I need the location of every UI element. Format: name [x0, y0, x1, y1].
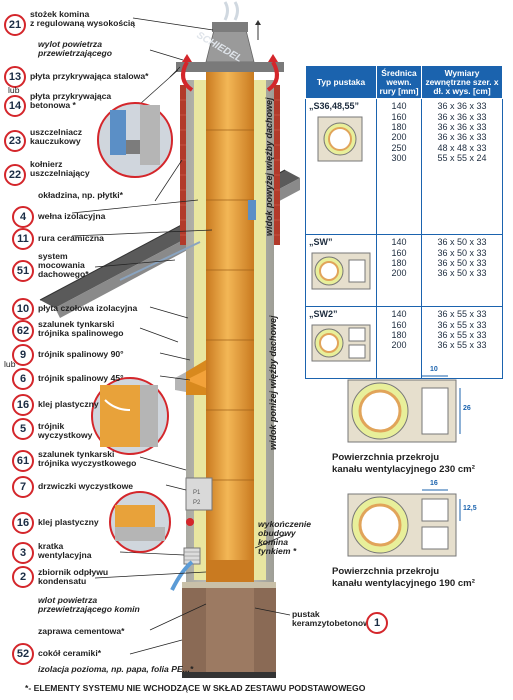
label-tee-45: trójnik spalinowy 45° — [38, 373, 124, 383]
col-type: Typ pustaka — [305, 64, 377, 100]
svg-text:P2: P2 — [193, 500, 201, 506]
ceramic-flue — [206, 60, 254, 580]
badge-16b: 16 — [12, 512, 34, 534]
type-cell: „SW2” — [305, 306, 377, 380]
badge-10: 10 — [12, 298, 34, 320]
badge-22: 22 — [4, 164, 26, 186]
block-s-icon — [317, 116, 363, 162]
section-sw2 — [347, 489, 461, 557]
label-view-below-roof: widok poniżej więźby dachowej — [268, 315, 278, 450]
label-or-2: lub — [4, 359, 16, 369]
section-sw-caption: Powierzchnia przekroju kanału wentylacyj… — [332, 452, 475, 475]
label-concrete-plate: płyta przykrywająca betonowa * — [30, 91, 112, 111]
col-diameter: Średnica wewn. rury [mm] — [376, 64, 422, 100]
condensate-tank — [206, 560, 254, 582]
section-sw-dim-side: 26 — [463, 405, 471, 412]
label-rubber-seal: uszczelniacz kauczukowy — [30, 127, 83, 147]
badge-21: 21 — [4, 14, 26, 36]
badge-14: 14 — [4, 95, 26, 117]
section-sw-dim-top: 10 — [430, 366, 438, 373]
badge-62: 62 — [12, 320, 34, 342]
badge-51: 51 — [12, 260, 34, 282]
block-sw-icon — [311, 252, 371, 290]
label-block: pustak keramzytobetonowy — [292, 609, 375, 629]
badge-13: 13 — [4, 66, 26, 88]
badge-6: 6 — [12, 368, 34, 390]
badge-9: 9 — [12, 344, 34, 366]
badge-1: 1 — [366, 612, 388, 634]
badge-61: 61 — [12, 450, 34, 472]
label-plinth: cokół ceramiki* — [38, 648, 102, 658]
label-horizontal-insulation: izolacja pozioma, np. papa, folia PE...* — [38, 664, 194, 674]
detail-callout-glue-2 — [109, 491, 171, 553]
label-cleanout-tee: trójnik wyczystkowy — [38, 421, 93, 441]
label-plaster-finish: wykończenie obudowy komina tynkiem * — [258, 519, 312, 557]
cleanout-door — [185, 477, 213, 511]
label-or-1: lub — [8, 85, 20, 95]
label-cladding: okładzina, np. płytki* — [38, 190, 123, 200]
footer-note: *- ELEMENTY SYSTEMU NIE WCHODZĄCE W SKŁA… — [25, 683, 366, 693]
section-sw2-dim-top: 16 — [430, 480, 438, 487]
badge-3: 3 — [12, 542, 34, 564]
label-cleanout-door: drzwiczki wyczystkowe — [38, 481, 134, 491]
label-tee-90: trójnik spalinowy 90° — [38, 349, 124, 359]
label-air-inlet: wlot powietrza przewietrzającego komin — [38, 595, 140, 615]
label-mortar: zaprawa cementowa* — [38, 626, 125, 636]
badge-7: 7 — [12, 476, 34, 498]
label-wool: wełna izolacyjna — [38, 211, 106, 221]
spec-table: Typ pustaka Średnica wewn. rury [mm] Wym… — [305, 64, 503, 380]
badge-5: 5 — [12, 418, 34, 440]
label-front-plate: płyta czołowa izolacyjna — [38, 303, 138, 313]
label-steel-plate: płyta przykrywająca stalowa* — [30, 71, 149, 81]
type-cell: „SW” — [305, 234, 377, 308]
label-air-outlet: wylot powietrza przewietrzającego — [38, 39, 113, 59]
badge-11: 11 — [12, 228, 34, 250]
section-sw2-caption: Powierzchnia przekroju kanału wentylacyj… — [332, 566, 475, 589]
badge-23: 23 — [4, 130, 26, 152]
label-view-above-roof: widok powyżej więźby dachowej — [264, 97, 274, 236]
label-vent-grille: kratka wentylacyjna — [38, 541, 92, 561]
badge-4: 4 — [12, 206, 34, 228]
label-roof-mount: system mocowania dachowego* — [38, 251, 89, 280]
badge-52: 52 — [12, 643, 34, 665]
label-glue-2: klej plastyczny — [38, 517, 99, 527]
label-tee-formwork: szalunek tynkarski trójnika spalinowego — [38, 319, 124, 339]
badge-2: 2 — [12, 566, 34, 588]
block-sw2-icon — [311, 324, 371, 362]
detail-callout-seal — [97, 102, 173, 178]
section-sw — [347, 375, 461, 443]
type-cell: „S36,48,55” — [305, 98, 377, 236]
badge-16a: 16 — [12, 394, 34, 416]
top-plate — [176, 62, 284, 72]
detail-callout-glue-1 — [91, 377, 169, 455]
label-ceramic-pipe: rura ceramiczna — [38, 233, 104, 243]
label-flange: kołnierz uszczelniający — [30, 159, 90, 179]
label-glue-1: klej plastyczny — [38, 399, 99, 409]
section-sw2-dim-side: 12,5 — [463, 505, 477, 512]
label-cone: stożek komina z regulowaną wysokością — [30, 9, 136, 29]
label-cleanout-formwork: szalunek tynkarski trójnika wyczystkoweg… — [38, 449, 137, 469]
col-dimensions: Wymiary zewnętrzne szer. x dł. x wys. [c… — [421, 64, 503, 100]
label-condensate: zbiornik odpływu kondensatu — [38, 567, 109, 587]
svg-text:P1: P1 — [193, 490, 201, 496]
